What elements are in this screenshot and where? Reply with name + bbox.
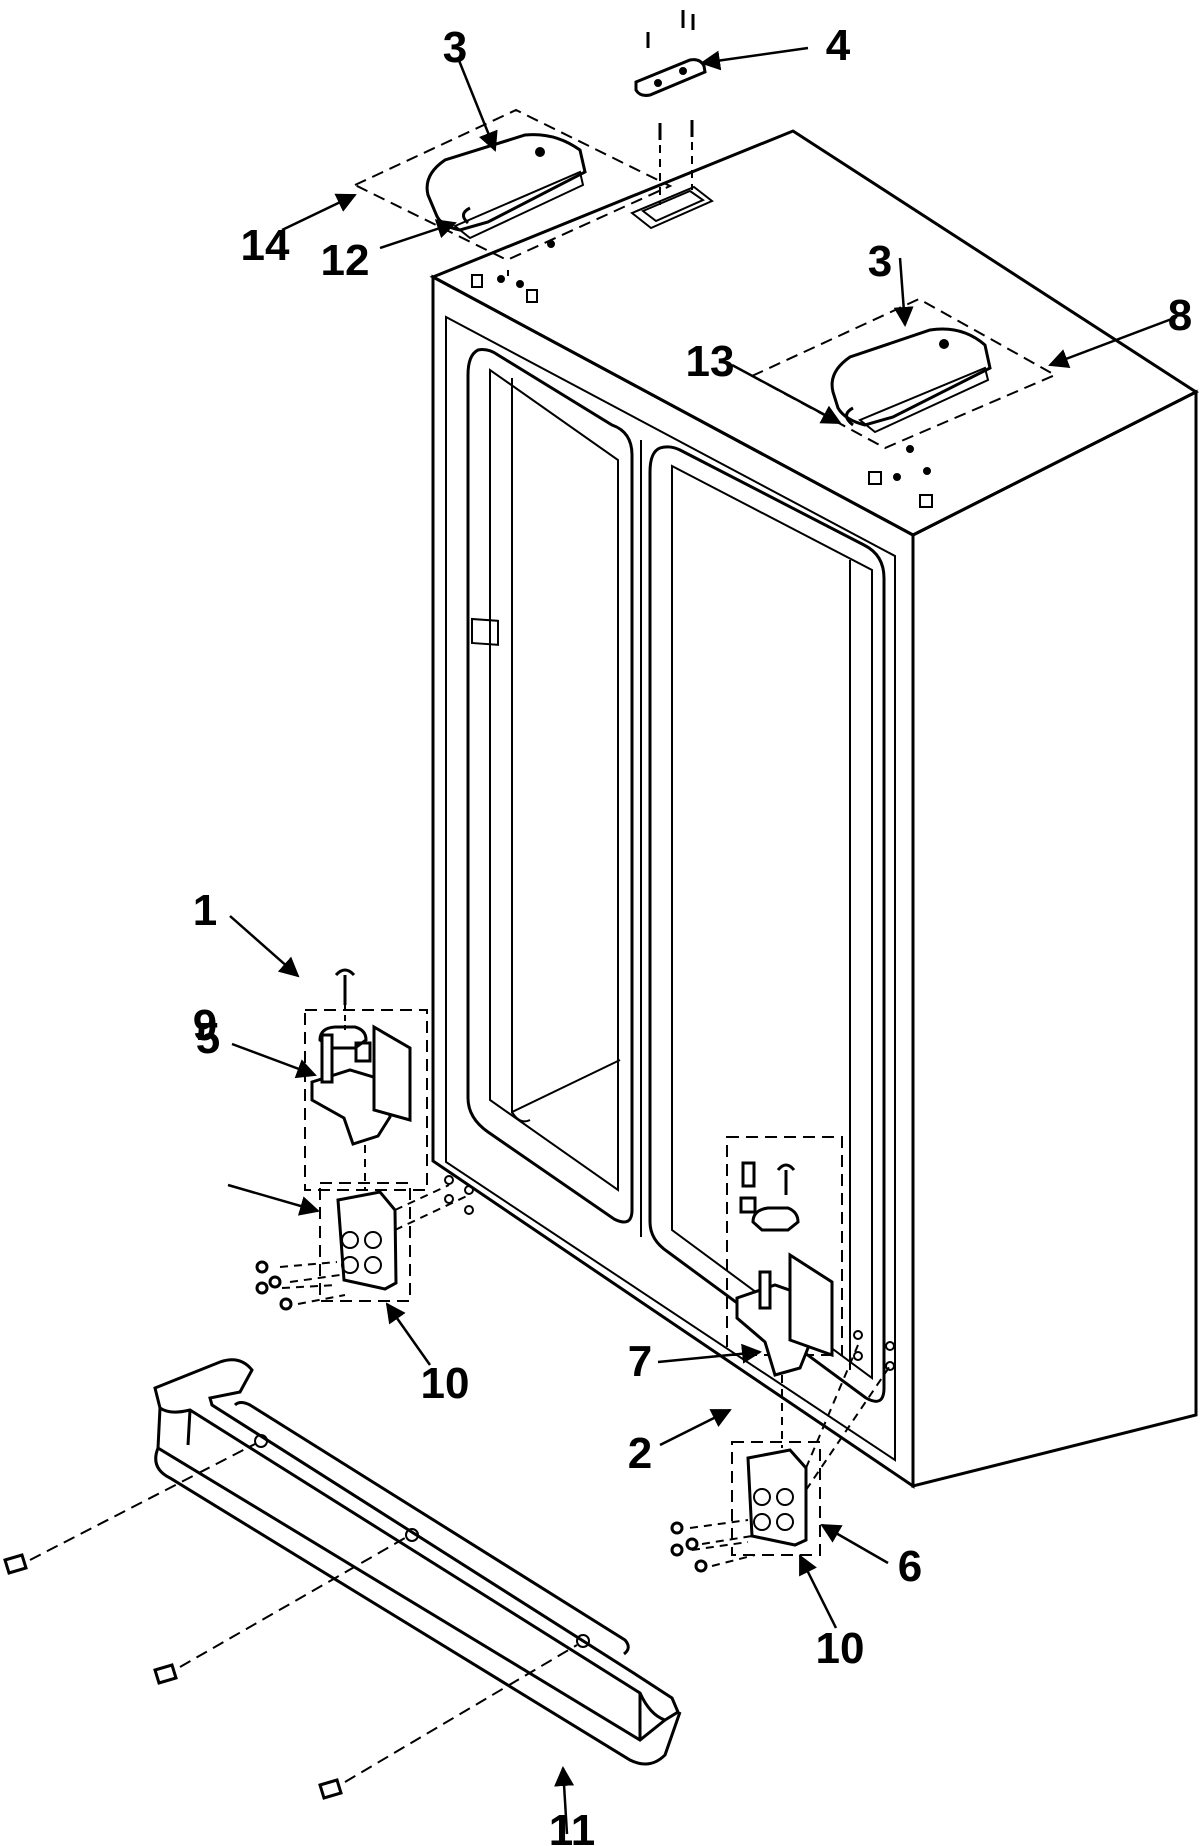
hinge-screw-13 (845, 406, 854, 427)
callout-11: 11 (549, 1806, 596, 1846)
leader-lines (227, 46, 1178, 1835)
freezer-badge (471, 617, 499, 646)
cabinet-front-face (431, 274, 915, 1489)
top-mounting-holes (471, 240, 933, 508)
callout-12: 12 (321, 236, 370, 285)
hinge-bolt-left (334, 968, 356, 1005)
top-cable-slot (630, 185, 714, 230)
fresh-food-inner-wall (671, 464, 873, 1380)
callout-9: 9 (193, 1001, 217, 1050)
hinge-bolt-right-a (741, 1161, 756, 1188)
hinge-cover-dashed-box-8 (749, 297, 1058, 450)
toe-grille-front-bar (154, 1447, 682, 1766)
lower-left-hinge-assembly (255, 968, 470, 1311)
callout-4: 4 (826, 21, 851, 70)
toe-grille-face (156, 1407, 666, 1742)
hinge-nut-right (739, 1196, 757, 1214)
bottom-mounting-holes (444, 1175, 895, 1371)
top-hinge-right (830, 327, 992, 427)
hinge-bracket-dashed-box-6 (731, 1441, 821, 1556)
lower-bracket-left (336, 1190, 398, 1291)
hinge-bushing-right (751, 1206, 800, 1232)
freezer-opening (466, 348, 634, 1224)
cabinet-body (429, 129, 1200, 1489)
callout-3-left: 3 (443, 23, 467, 72)
top-left-hinge-assembly (352, 108, 673, 278)
bracket-screws-right (670, 1521, 708, 1573)
callout-2: 2 (628, 1429, 652, 1478)
callout-6: 6 (898, 1542, 922, 1591)
callout-10-right: 10 (816, 1624, 865, 1673)
callout-1: 1 (193, 886, 217, 935)
top-cover-plate (634, 58, 707, 97)
toe-grille-top-rail (233, 1401, 630, 1656)
top-right-hinge-assembly (749, 297, 1058, 450)
top-cover-screws (646, 10, 695, 205)
freezer-inner-wall (489, 368, 619, 1192)
fresh-food-opening (648, 445, 886, 1403)
lower-right-hinge-assembly (670, 1136, 891, 1573)
cabinet-front-frame (445, 315, 896, 1462)
hinge-screw-12 (462, 206, 471, 225)
cabinet-side-face (911, 389, 1198, 1488)
callout-8: 8 (1168, 291, 1192, 340)
callout-13: 13 (686, 337, 735, 386)
callout-10-left: 10 (421, 1359, 470, 1408)
bracket-screws-left (255, 1260, 293, 1311)
top-cover-assembly (634, 10, 707, 205)
hinge-bracket-dashed-box-5 (319, 1182, 411, 1302)
callout-3-right: 3 (868, 237, 892, 286)
hinge-plate-left (453, 170, 585, 240)
toe-grille-assembly (3, 1358, 682, 1800)
freezer-inner-back (511, 378, 621, 1123)
callout-5: 5 (196, 1014, 220, 1063)
hinge-cover-dashed-box-14 (352, 108, 673, 262)
hinge-nut-left (354, 1041, 372, 1063)
hinge-shim-left (372, 1024, 412, 1122)
callout-labels: 1 2 3 3 4 5 6 7 8 9 10 10 11 12 13 14 (193, 21, 1192, 1846)
top-hinge-left (425, 133, 587, 232)
callout-7: 7 (628, 1337, 652, 1386)
hinge-plate-right (858, 366, 990, 434)
toe-grille-screws (3, 1553, 343, 1800)
hinge-shim-right (788, 1252, 834, 1358)
callout-14: 14 (241, 221, 290, 270)
lower-hinge-left-9 (310, 1068, 392, 1146)
hinge-bolt-right-b (776, 1163, 796, 1195)
